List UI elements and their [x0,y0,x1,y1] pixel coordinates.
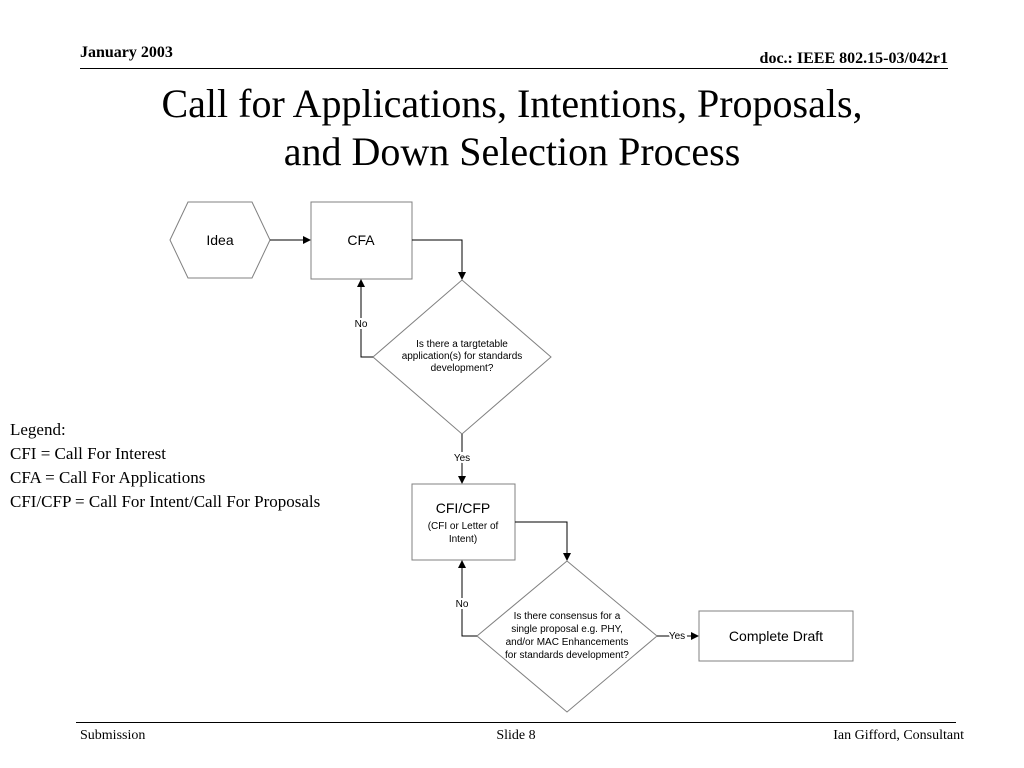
legend-item-cfa: CFA = Call For Applications [10,468,206,487]
edge-decision2-no [458,560,477,637]
decision2-node: Is there consensus for a single proposal… [476,560,658,713]
header-date: January 2003 [80,44,173,61]
edge-cfi-cfp-to-decision2 [515,521,571,561]
decision1-line-3: development? [431,363,494,374]
cfa-label: CFA [347,232,375,248]
footer-slide-number: Slide 8 [496,728,536,743]
decision1-node: Is there a targtetable application(s) fo… [372,279,552,435]
legend: Legend: CFI = Call For Interest CFA = Ca… [10,418,320,514]
legend-heading: Legend: [10,420,66,439]
complete-draft-node: Complete Draft [698,610,854,662]
cfi-cfp-title: CFI/CFP [436,500,490,516]
decision2-line-4: for standards development? [505,650,629,661]
idea-label: Idea [206,232,233,248]
idea-node: Idea [169,201,271,279]
cfa-node: CFA [310,201,413,280]
legend-item-cfi: CFI = Call For Interest [10,444,166,463]
decision1-line-2: application(s) for standards [402,351,523,362]
footer-rule [76,722,956,723]
slide-title-line-1: Call for Applications, Intentions, Propo… [161,81,863,126]
decision2-line-1: Is there consensus for a [514,611,621,622]
header-rule [80,68,948,69]
edge-decision1-no [357,279,373,358]
slide-title-line-2: and Down Selection Process [283,129,741,174]
complete-draft-label: Complete Draft [729,628,823,644]
decision2-line-3: and/or MAC Enhancements [506,637,629,648]
edge-label-no-2: No [456,599,469,610]
cfi-cfp-sub-line-1: (CFI or Letter of [428,521,499,532]
edge-label-yes-1: Yes [454,453,470,464]
edge-cfa-to-decision1 [412,239,466,280]
cfi-cfp-sub-line-2: Intent) [449,534,477,545]
edge-label-yes-2: Yes [669,631,685,642]
cfi-cfp-node: CFI/CFP (CFI or Letter of Intent) [411,483,516,561]
footer-author: Ian Gifford, Consultant [833,728,964,743]
legend-item-cfi-cfp: CFI/CFP = Call For Intent/Call For Propo… [10,492,321,511]
decision1-line-1: Is there a targtetable [416,339,508,350]
edge-label-no-1: No [355,319,368,330]
slide-title: Call for Applications, Intentions, Propo… [0,80,1024,176]
decision2-line-2: single proposal e.g. PHY, [511,624,623,635]
footer-submission: Submission [80,728,146,743]
header-doc-id: doc.: IEEE 802.15-03/042r1 [759,50,948,67]
